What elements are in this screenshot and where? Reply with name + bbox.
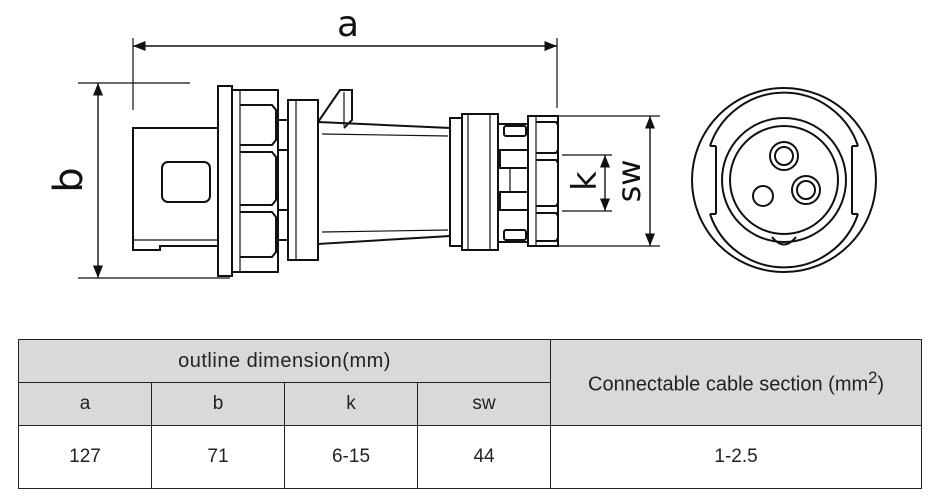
technical-drawing: a b k sw — [46, 4, 877, 279]
value-k: 6-15 — [284, 425, 418, 489]
dim-label-sw: sw — [610, 160, 648, 203]
column-header-sw: sw — [416, 382, 552, 426]
value-cable-section: 1-2.5 — [550, 425, 923, 489]
cable-section-unit-superscript: 2 — [868, 368, 878, 388]
value-a: 127 — [18, 425, 152, 489]
cable-section-header-close: ) — [877, 373, 885, 396]
cable-section-header: Connectable cable section (mm2) — [550, 339, 923, 426]
column-header-k: k — [284, 382, 418, 426]
outline-dimension-header: outline dimension(mm) — [17, 339, 552, 383]
plug-side-view — [78, 38, 660, 279]
column-header-a: a — [18, 382, 152, 426]
cable-section-header-text: Connectable cable section (mm — [588, 373, 869, 396]
column-header-b: b — [151, 382, 285, 426]
value-sw: 44 — [416, 425, 552, 489]
dim-label-k: k — [565, 171, 605, 191]
dim-label-a: a — [337, 4, 359, 45]
spec-table: outline dimension(mm) Connectable cable … — [17, 339, 923, 489]
dimension-lines — [92, 40, 656, 278]
value-b: 71 — [151, 425, 285, 489]
plug-front-view — [691, 87, 877, 273]
dim-label-b: b — [46, 167, 92, 192]
